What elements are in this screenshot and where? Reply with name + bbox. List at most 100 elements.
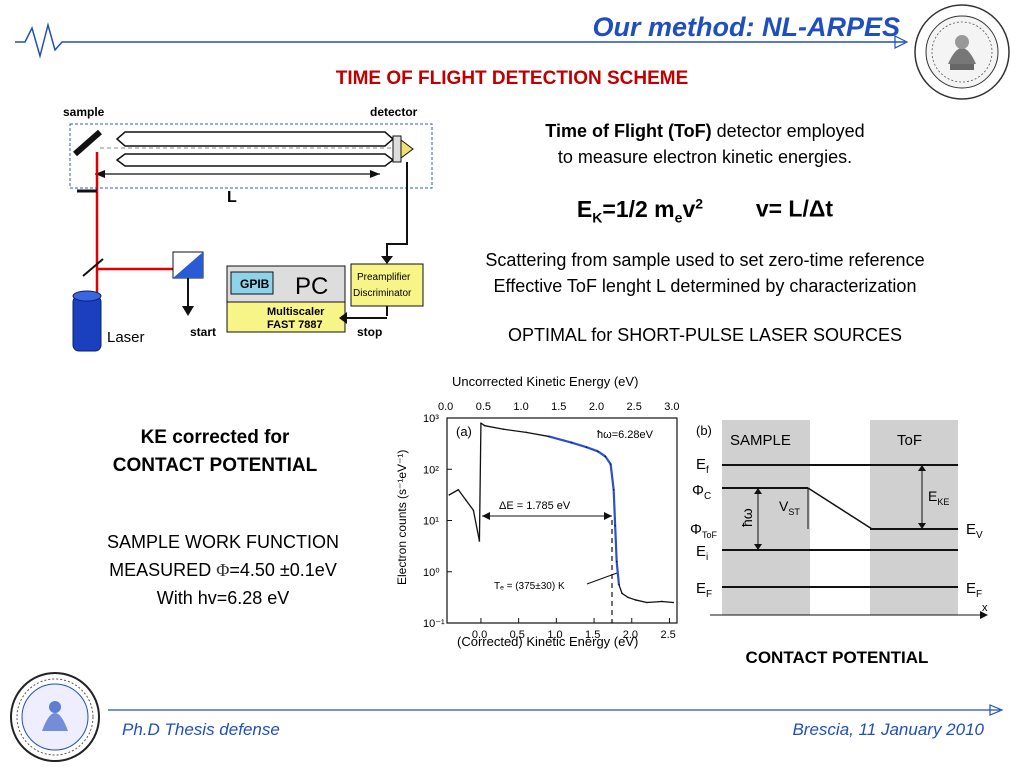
spectrum-point: [448, 494, 451, 496]
delta-e-label: ΔE = 1.785 eV: [499, 500, 571, 512]
spectrum-point: [525, 431, 527, 434]
work-function-text: SAMPLE WORK FUNCTION MEASURED Φ=4.50 ±0.…: [106, 532, 339, 608]
footer-line: [108, 704, 1004, 716]
tof-description: Time of Flight (ToF) detector employed t…: [545, 121, 865, 167]
contact-potential-caption: CONTACT POTENTIAL: [745, 648, 929, 667]
slide-title: Our method: NL-ARPES: [592, 12, 901, 42]
top-tick-label: 0.0: [438, 401, 453, 413]
tof-region: [870, 420, 958, 615]
bottom-tick-label: 1.0: [547, 629, 562, 641]
y-tick-label: 10⁰: [423, 567, 440, 579]
spectrum-point: [612, 488, 615, 491]
temperature-label: Tₑ = (375±30) K: [494, 581, 565, 592]
header-wave-line: [15, 22, 909, 59]
tof-bold-text: Time of Flight (ToF): [545, 121, 712, 141]
laser-cylinder: [72, 295, 102, 352]
spectrum-segment: [472, 510, 481, 542]
spectrum-point: [672, 601, 675, 604]
spectrum-segment: [526, 431, 549, 438]
university-seal-logo: [914, 4, 1010, 100]
bottom-tick-label: 2.0: [623, 629, 638, 641]
spectrum-segment: [465, 499, 474, 511]
top-tick-label: 2.5: [627, 401, 642, 413]
phi-tof-label: ΦToF: [690, 521, 717, 540]
tof-formulas: EK=1/2 mev2 v= L/Δt: [445, 195, 965, 225]
pc-label: PC: [295, 273, 328, 300]
top-tick-label: 2.0: [589, 401, 604, 413]
stop-label: stop: [357, 325, 382, 339]
optimal-note: OPTIMAL for SHORT-PULSE LASER SOURCES: [507, 325, 903, 345]
spectrum-point: [585, 446, 588, 449]
spectrum-point: [634, 599, 637, 601]
spectrum-point: [548, 435, 550, 438]
sample-label: sample: [63, 105, 105, 119]
spectrum-point: [483, 424, 486, 427]
multiscaler-label-1: Multiscaler: [267, 306, 325, 318]
sample-region-label: SAMPLE: [730, 432, 791, 449]
spectrum-point: [604, 455, 607, 458]
bottom-tick-label: 0.0: [472, 629, 487, 641]
y-tick-label: 10²: [423, 464, 439, 476]
bottom-axis-title: (Corrected) Kinetic Energy (eV): [457, 634, 638, 649]
tof-tube-top: [115, 131, 395, 147]
footer-left: Ph.D Thesis defense: [122, 720, 280, 739]
spectrum-segment: [503, 428, 527, 433]
spectrum-point: [618, 583, 620, 586]
spectrum-point: [597, 450, 599, 453]
bottom-tick-label: 0.5: [510, 629, 525, 641]
laser-label: Laser: [107, 329, 145, 346]
spectrum-segment: [484, 425, 504, 430]
spectrum-point: [472, 509, 475, 512]
spectrum-point: [502, 428, 505, 431]
spectrum-point: [480, 422, 482, 424]
multiscaler-label-2: FAST 7887: [267, 319, 323, 331]
panel-b-label: (b): [696, 423, 712, 438]
sample-region: [722, 420, 810, 615]
detector-cone: [400, 139, 414, 159]
spectrum-point: [627, 596, 629, 599]
plot-frame: [446, 417, 678, 624]
slide-subtitle: TIME OF FLIGHT DETECTION SCHEME: [335, 68, 689, 89]
spectrum-segment: [661, 600, 674, 604]
gpib-box: [230, 271, 274, 295]
detector-body: [392, 135, 402, 163]
spectrum-segment: [448, 489, 459, 496]
sample-plate: [73, 129, 102, 157]
spectrum-segment: [548, 435, 572, 444]
ef-upper-label: Ef: [696, 456, 709, 476]
ke-corrected-text: KE corrected for CONTACT POTENTIAL: [112, 427, 318, 476]
spectrum-segment: [627, 596, 636, 601]
top-tick-label: 1.5: [551, 401, 566, 413]
y-tick-label: 10¹: [423, 516, 439, 528]
kinetic-energy-formula: EK=1/2 mev2: [576, 195, 704, 226]
spectrum-point: [621, 592, 623, 595]
top-tick-label: 3.0: [664, 401, 679, 413]
x-axis-label: x: [982, 602, 988, 614]
y-axis-title: Electron counts (s⁻¹eV⁻¹): [395, 450, 409, 585]
top-tick-label: 1.0: [513, 401, 528, 413]
top-tick-label: 0.5: [476, 401, 491, 413]
hw-label: ħω=6.28eV: [597, 429, 654, 441]
gpib-label: GPIB: [240, 277, 270, 291]
spectrum-chart: Uncorrected Kinetic Energy (eV) 0.0 0.5 1.…: [395, 374, 680, 649]
spectrum-point: [615, 560, 618, 563]
preamp-box: [350, 263, 424, 307]
spectrum-segment: [586, 446, 599, 453]
preamp-label-1: Preamplifier: [357, 272, 411, 283]
energy-level-diagram: (b) SAMPLE ToF Ef ΦC ΦToF Ei EF ħω VST E…: [690, 420, 988, 619]
velocity-formula: v= L/Δt: [755, 195, 834, 222]
start-label: start: [190, 325, 216, 339]
bottom-tick-label: 2.5: [660, 629, 675, 641]
spectrum-segment: [635, 599, 647, 604]
footer-right: Brescia, 11 January 2010: [792, 720, 984, 739]
panel-a-label: (a): [456, 424, 472, 439]
top-axis-title: Uncorrected Kinetic Energy (eV): [452, 374, 638, 389]
ei-label: Ei: [696, 543, 708, 563]
tof-setup-diagram: sample detector L Laser GPIB PC Multisca…: [63, 105, 433, 352]
ef-lower-label: EF: [696, 580, 712, 600]
preamp-label-2: Discriminator: [353, 288, 412, 299]
spectrum-segment: [618, 584, 623, 594]
bottom-tick-label: 1.5: [585, 629, 600, 641]
tof-tube-bottom: [115, 153, 395, 167]
spectrum-segment: [614, 525, 618, 562]
